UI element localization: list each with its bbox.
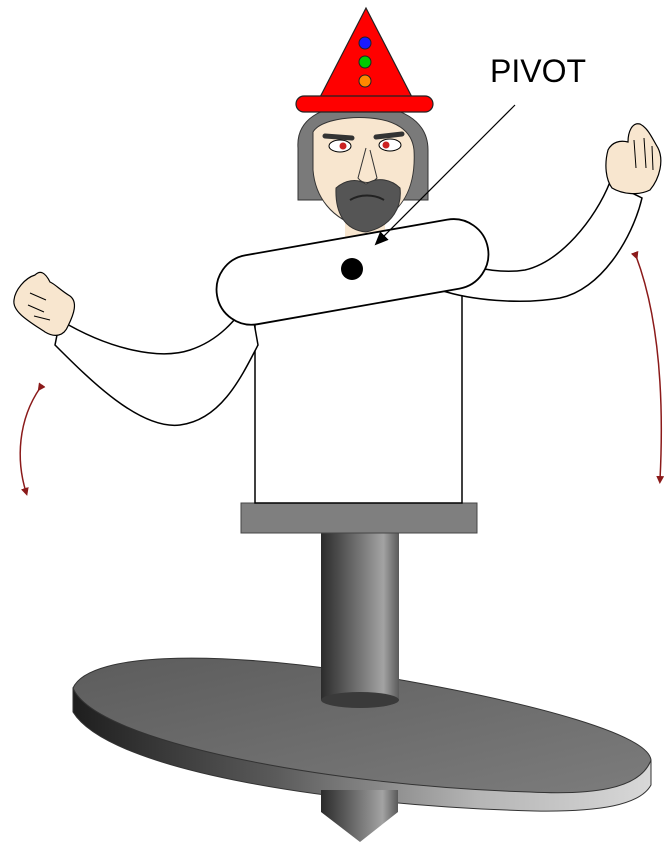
- hat-dot-green: [359, 56, 371, 68]
- right-hand: [606, 124, 661, 194]
- left-hand: [14, 272, 75, 335]
- pivot-point: [341, 258, 363, 280]
- pivot-label: PIVOT: [490, 53, 586, 89]
- base-plate: [241, 503, 477, 533]
- right-motion-arrow: [636, 256, 661, 480]
- shaft: [321, 532, 399, 708]
- head: [298, 105, 428, 240]
- left-arm: [55, 300, 258, 425]
- right-eye-icon: [379, 139, 401, 151]
- left-eye-icon: [329, 140, 351, 152]
- hat-dot-blue: [359, 37, 371, 49]
- shaft-tip: [321, 790, 398, 842]
- hat: [296, 8, 433, 112]
- hat-dot-orange: [359, 75, 371, 87]
- left-motion-arrow: [20, 388, 40, 492]
